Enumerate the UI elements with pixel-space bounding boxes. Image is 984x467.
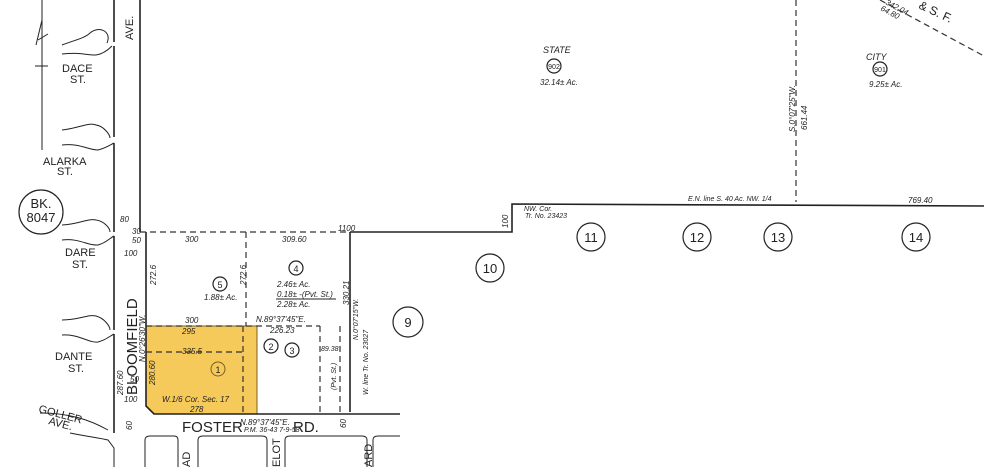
svg-text:100: 100: [501, 214, 510, 228]
street-label-lower-3: ARD: [363, 444, 375, 467]
west-blocks: [39, 0, 115, 467]
street-label-dante-st: ST.: [68, 363, 84, 375]
svg-text:W.1/6 Cor. Sec. 17: W.1/6 Cor. Sec. 17: [162, 395, 230, 404]
svg-text:300: 300: [185, 235, 199, 244]
south-blocks: [144, 435, 400, 467]
parcel-4-area-1: 2.46± Ac.: [276, 280, 310, 289]
svg-text:W. line Tr. No. 23027: W. line Tr. No. 23027: [363, 329, 370, 395]
svg-text:NW. Cor.: NW. Cor.: [524, 206, 552, 213]
svg-text:N.89°37'45"E.: N.89°37'45"E.: [240, 418, 290, 427]
street-label-dare-st: ST.: [72, 259, 88, 271]
lot-13[interactable]: 13: [763, 222, 793, 252]
svg-text:60: 60: [125, 421, 134, 430]
parcel-901-label: 901: [874, 67, 886, 74]
street-label-dare: DARE: [65, 247, 96, 259]
svg-text:272.6: 272.6: [149, 264, 158, 286]
svg-text:N.0°26'30"W.: N.0°26'30"W.: [138, 315, 147, 362]
svg-text:10: 10: [483, 261, 497, 276]
owner-state-label: STATE: [543, 45, 572, 55]
svg-text:14: 14: [909, 230, 923, 245]
svg-text:330.21: 330.21: [342, 281, 351, 305]
north-arrow-icon: [35, 0, 49, 150]
svg-text:9: 9: [404, 315, 411, 330]
svg-text:N.89°37'45"E.: N.89°37'45"E.: [256, 315, 306, 324]
svg-text:226.23: 226.23: [269, 326, 295, 335]
lot-14[interactable]: 14: [901, 222, 931, 252]
svg-text:295: 295: [181, 327, 196, 336]
svg-text:100: 100: [124, 395, 138, 404]
svg-text:1100: 1100: [338, 224, 356, 233]
svg-text:100: 100: [124, 249, 138, 258]
book-badge: BK. 8047: [18, 189, 64, 235]
svg-text:50: 50: [130, 375, 139, 384]
svg-text:8047: 8047: [27, 210, 56, 225]
owner-city-label: CITY: [866, 52, 887, 62]
dimension-labels: 1100 300 309.60 300 295 335.5 278 226.23…: [116, 105, 933, 430]
lot-10[interactable]: 10: [475, 253, 505, 283]
svg-text:60: 60: [339, 419, 348, 428]
street-label-alarka: ALARKA: [43, 156, 87, 168]
svg-text:E.N. line S. 40 Ac. NW. 1/4: E.N. line S. 40 Ac. NW. 1/4: [688, 196, 772, 203]
svg-text:50: 50: [132, 236, 141, 245]
parcel-4[interactable]: 4: [288, 260, 304, 276]
svg-text:N.0°07'15"W.: N.0°07'15"W.: [352, 299, 360, 340]
street-label-dace: DACE: [62, 63, 93, 75]
svg-text:80: 80: [120, 215, 129, 224]
street-label-rd: RD.: [293, 419, 319, 436]
parcel-902-label: 902: [548, 64, 560, 71]
svg-text:272.6: 272.6: [239, 264, 248, 286]
bearing-labels: N.89°37'45"E. N.89°37'45"E. N.0°26'30"W.…: [138, 85, 797, 434]
svg-text:309.60: 309.60: [282, 235, 307, 244]
owner-city-area: 9.25± Ac.: [869, 80, 902, 89]
street-label-foster: FOSTER: [182, 419, 243, 436]
parcel-902-circle[interactable]: [546, 58, 562, 74]
parcel-5-area: 1.88± Ac.: [204, 293, 237, 302]
svg-text:30: 30: [132, 227, 141, 236]
svg-text:5: 5: [217, 280, 222, 290]
svg-text:335.5: 335.5: [182, 347, 203, 356]
svg-text:(Pvt. St.): (Pvt. St.): [331, 363, 338, 390]
svg-text:661.44: 661.44: [800, 105, 809, 130]
svg-text:2: 2: [268, 342, 273, 352]
street-label-ave: AVE.: [124, 16, 136, 40]
street-label-bloomfield: BLOOMFIELD: [124, 298, 141, 395]
svg-text:BK.: BK.: [31, 196, 52, 211]
svg-text:287.60: 287.60: [116, 370, 125, 396]
street-label-dante: DANTE: [55, 351, 92, 363]
tract-boundary: [139, 0, 984, 412]
svg-text:769.40: 769.40: [908, 196, 933, 205]
parcel-4-area-3: 2.28± Ac.: [276, 300, 310, 309]
owner-state-area: 32.14± Ac.: [540, 78, 578, 87]
parcel-4-area-2: 0.18± -(Pvt. St.): [277, 290, 333, 299]
svg-text:Tr. No. 23423: Tr. No. 23423: [525, 213, 567, 220]
svg-text:1: 1: [215, 365, 220, 375]
svg-text:12: 12: [690, 230, 704, 245]
street-label-lower-1: AD: [181, 452, 193, 467]
parcel-1[interactable]: 1: [210, 361, 226, 377]
svg-text:278: 278: [189, 405, 204, 414]
parcel-3[interactable]: 3: [284, 342, 300, 358]
svg-text:P.M. 36-43 7-9-58: P.M. 36-43 7-9-58: [244, 427, 300, 434]
parcel-5[interactable]: 5: [212, 276, 228, 292]
svg-text:11: 11: [584, 230, 598, 245]
lot-12[interactable]: 12: [682, 222, 712, 252]
svg-text:3: 3: [289, 346, 294, 356]
street-label-lower-2: ELOT: [271, 438, 283, 467]
railroad-label: & S. F.: [917, 0, 955, 26]
svg-text:4: 4: [293, 264, 298, 274]
svg-text:280.60: 280.60: [148, 360, 157, 386]
street-label-dace-st: ST.: [70, 74, 86, 86]
svg-text:S.0°07'25"W.: S.0°07'25"W.: [788, 85, 797, 132]
lot-11[interactable]: 11: [576, 222, 606, 252]
street-label-alarka-st: ST.: [57, 166, 73, 178]
svg-text:89.38: 89.38: [321, 346, 339, 353]
svg-text:13: 13: [771, 230, 785, 245]
parcel-901-circle[interactable]: [872, 61, 888, 77]
lot-9[interactable]: 9: [392, 306, 424, 338]
parcel-2[interactable]: 2: [263, 338, 279, 354]
svg-text:300: 300: [185, 316, 199, 325]
